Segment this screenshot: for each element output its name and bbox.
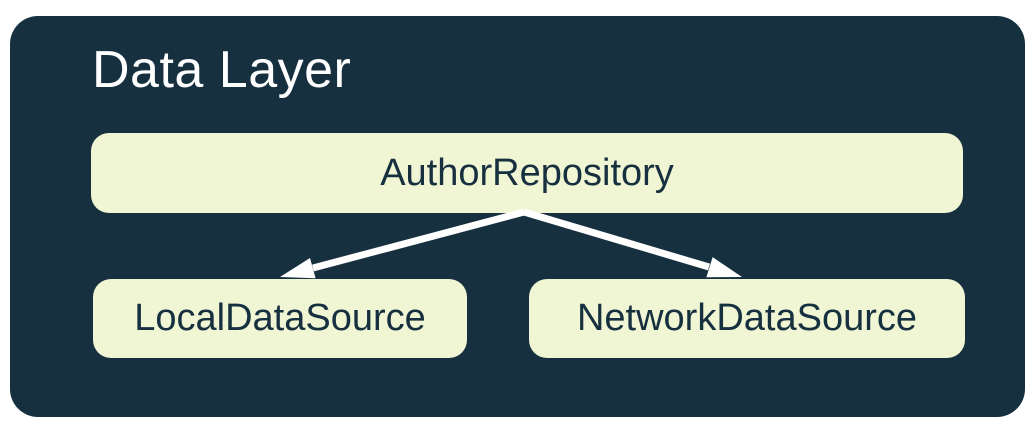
node-author-repository-label: AuthorRepository xyxy=(380,151,674,194)
node-local-data-source: LocalDataSource xyxy=(93,279,467,358)
data-layer-container: Data Layer AuthorRepository LocalDataSou… xyxy=(10,16,1025,417)
node-network-data-source-label: NetworkDataSource xyxy=(576,297,918,339)
diagram-title: Data Layer xyxy=(92,41,352,99)
node-author-repository: AuthorRepository xyxy=(91,133,963,213)
node-network-data-source: NetworkDataSource xyxy=(529,279,965,358)
node-local-data-source-label: LocalDataSource xyxy=(134,297,426,339)
